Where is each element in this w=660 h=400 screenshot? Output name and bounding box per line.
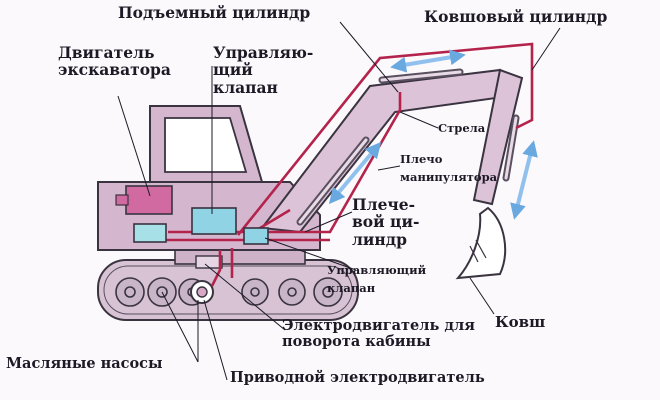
arm (472, 68, 524, 206)
track-wheels (115, 277, 343, 307)
control-valve-secondary (243, 227, 269, 245)
engine (125, 185, 173, 215)
swing-motor (195, 255, 223, 269)
label-arm: Плечо манипулятора (400, 152, 498, 185)
label-control-valve-bottom: Управляющий клапан (327, 263, 427, 295)
label-arm-cylinder: Плече­вой ци­линдр (352, 195, 420, 249)
bucket (455, 206, 507, 280)
label-swing-motor: Электродвигатель для поворота кабины (282, 317, 475, 351)
track-inner (103, 265, 353, 315)
label-bucket: Ковш (495, 313, 546, 331)
label-engine: Двигатель экскаватора (58, 43, 171, 80)
oil-pump (133, 223, 167, 243)
label-control-valve-top: Управляю­щий клапан (213, 43, 314, 97)
leader-lines (117, 21, 561, 381)
label-drive-motor: Приводной электродвигатель (230, 369, 485, 386)
cabin-window (164, 117, 248, 173)
label-boom: Стрела (438, 121, 486, 135)
label-lift-cylinder: Подъемный цилиндр (118, 3, 311, 22)
label-oil-pumps: Масляные насо­сы (6, 355, 163, 372)
label-bucket-cylinder: Ковшовый цилиндр (424, 7, 608, 26)
motion-arrows (328, 49, 538, 220)
control-valve-main (191, 207, 237, 235)
